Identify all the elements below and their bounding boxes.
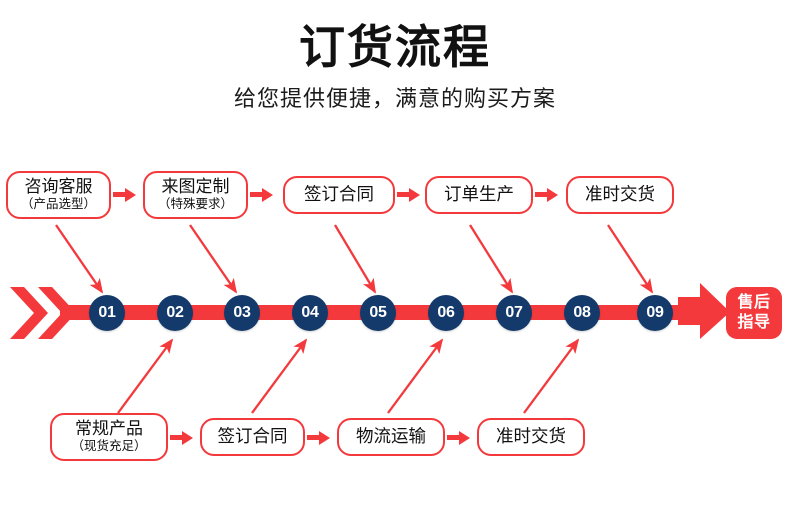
- timeline-node-04[interactable]: 04: [292, 295, 328, 331]
- top-step-3-title: 签订合同: [304, 184, 374, 205]
- bottom-step-box-4[interactable]: 准时交货: [477, 418, 585, 456]
- bottom-arrow-1: [182, 431, 193, 445]
- top-connector-arrows: [55, 224, 654, 294]
- top-step-4-title: 订单生产: [444, 184, 514, 205]
- top-connector-stem-4: [535, 192, 548, 197]
- top-connector-stem-1: [113, 192, 126, 197]
- bottom-step-box-3[interactable]: 物流运输: [337, 418, 445, 456]
- top-step-box-2[interactable]: 来图定制 （特殊要求）: [143, 171, 248, 219]
- bottom-step-box-1[interactable]: 常规产品 （现货充足）: [50, 413, 168, 461]
- top-connector-stem-3: [397, 192, 410, 197]
- after-sales-badge-line2: 指导: [737, 314, 771, 331]
- bottom-step-1-title: 常规产品: [75, 419, 143, 439]
- timeline-node-05[interactable]: 05: [360, 295, 396, 331]
- page-subtitle: 给您提供便捷，满意的购买方案: [233, 86, 556, 112]
- bottom-step-2-title: 签订合同: [217, 426, 288, 447]
- bottom-connector-arrows: [117, 338, 580, 414]
- bottom-connector-stem-2: [307, 435, 320, 440]
- top-arrow-2: [262, 188, 273, 202]
- bottom-step-3-title: 物流运输: [356, 426, 426, 447]
- bottom-step-box-2[interactable]: 签订合同: [200, 418, 305, 456]
- top-arrow-1: [125, 188, 136, 202]
- top-step-1-title: 咨询客服: [24, 177, 93, 197]
- top-step-2-title: 来图定制: [161, 177, 230, 197]
- top-step-box-4[interactable]: 订单生产: [425, 176, 533, 214]
- timeline-node-06[interactable]: 06: [428, 295, 464, 331]
- top-step-box-3[interactable]: 签订合同: [283, 176, 395, 214]
- timeline-node-03[interactable]: 03: [224, 295, 260, 331]
- header: 订货流程 给您提供便捷，满意的购买方案: [0, 0, 790, 113]
- bottom-step-1-subtitle: （现货充足）: [71, 439, 147, 454]
- timeline-node-08[interactable]: 08: [564, 295, 600, 331]
- top-step-1-subtitle: （产品选型）: [20, 197, 96, 212]
- top-connector-stem-2: [250, 192, 263, 197]
- top-arrow-4: [547, 188, 558, 202]
- timeline-node-07[interactable]: 07: [496, 295, 532, 331]
- page-title: 订货流程: [299, 21, 491, 73]
- bottom-step-4-title: 准时交货: [496, 426, 566, 447]
- top-step-2-subtitle: （特殊要求）: [157, 197, 233, 212]
- after-sales-badge-line1: 售后: [737, 294, 771, 312]
- after-sales-badge[interactable]: 售后 指导: [726, 287, 782, 339]
- timeline-node-09[interactable]: 09: [637, 295, 673, 331]
- bottom-connector-stem-1: [170, 435, 183, 440]
- timeline-node-02[interactable]: 02: [157, 295, 193, 331]
- top-step-box-5[interactable]: 准时交货: [566, 176, 674, 214]
- arrowhead-end-icon: [678, 283, 730, 339]
- top-step-box-1[interactable]: 咨询客服 （产品选型）: [6, 171, 111, 219]
- top-step-5-title: 准时交货: [585, 184, 655, 205]
- top-arrow-3: [409, 188, 420, 202]
- chevron-start-icon: [10, 287, 76, 339]
- bottom-arrow-2: [319, 431, 330, 445]
- timeline-node-01[interactable]: 01: [89, 295, 125, 331]
- bottom-arrow-3: [459, 431, 470, 445]
- bottom-connector-stem-3: [447, 435, 460, 440]
